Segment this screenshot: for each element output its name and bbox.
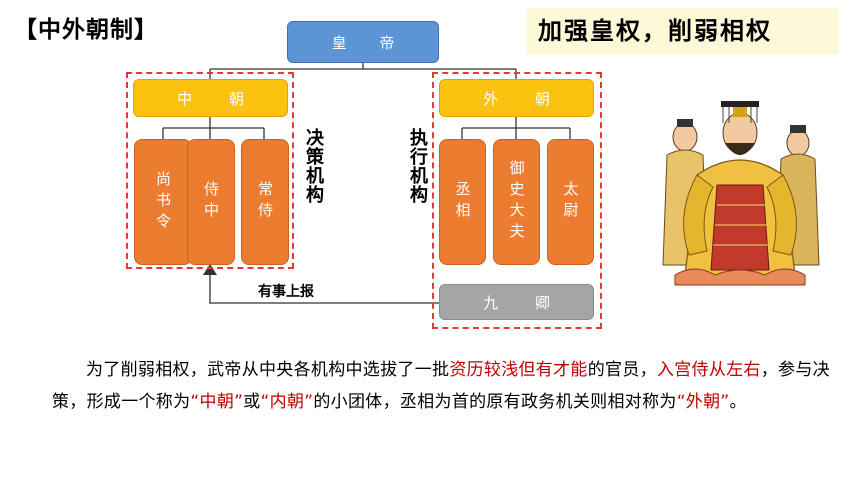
highlight-text: 资历较浅但有才能 [449,360,588,380]
emperor-illustration-icon [662,101,820,286]
outer-member-box: 太尉 [547,139,594,265]
decision-label: 决策机构 [303,128,324,204]
execution-label: 执行机构 [407,128,428,204]
paragraph-text: 的小团体，丞相为首的原有政务机关则相对称为 [313,392,677,412]
inner-member-box: 侍中 [187,139,235,265]
outer-court-box: 外 朝 [439,79,594,117]
inner-member-box: 常侍 [241,139,289,265]
section-tag: 【中外朝制】 [14,17,158,43]
paragraph-text: 的官员， [587,360,657,380]
outer-member-box: 御史大夫 [493,139,540,265]
paragraph-text: ，参与决策，形成一个称为 [52,360,830,412]
nine-ministers-box: 九 卿 [439,284,594,320]
headline-banner: 加强皇权，削弱相权 [526,8,839,54]
highlight-text: “中朝” [190,392,244,412]
decision-group-frame [126,72,294,269]
highlight-text: “外朝” [676,392,730,412]
paragraph-text: 为了削弱相权，武帝从中央各机构中选拔了一批 [86,360,450,380]
inner-member-box: 尚书令 [134,139,192,265]
execution-group-frame [432,72,602,329]
highlight-text: “内朝” [260,392,314,412]
highlight-text: 入宫侍从左右 [656,360,761,380]
description-paragraph: 为了削弱相权，武帝从中央各机构中选拔了一批资历较浅但有才能的官员，入宫侍从左右，… [52,354,842,418]
inner-court-box: 中 朝 [133,79,288,117]
paragraph-text: 。 [729,392,747,412]
emperor-box: 皇 帝 [287,21,439,63]
outer-member-box: 丞相 [439,139,486,265]
report-label: 有事上报 [258,284,314,300]
paragraph-text: 或 [243,392,261,412]
